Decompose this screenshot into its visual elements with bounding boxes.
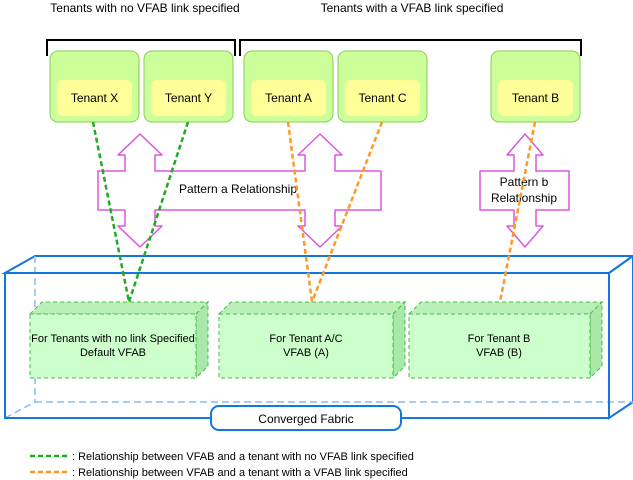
pattern-a-label: Pattern a Relationship (179, 182, 297, 196)
tenant-x-label: Tenant X (71, 91, 118, 105)
converged-fabric-box (1, 254, 633, 420)
pattern-a-arrow: Pattern a Relationship (97, 133, 382, 248)
bracket-no-link (46, 39, 236, 56)
group-label-with-link: Tenants with a VFAB link specified (321, 1, 504, 15)
bracket-with-link (239, 39, 582, 56)
tenant-a-label: Tenant A (265, 91, 312, 105)
tenant-x[interactable]: Tenant X (49, 50, 140, 123)
tenant-y-label: Tenant Y (165, 91, 212, 105)
vfab-default: For Tenants with no link Specified Defau… (28, 300, 210, 380)
legend: : Relationship between VFAB and a tenant… (30, 451, 414, 479)
line-c-to-vfab-a (310, 121, 384, 303)
legend-green-text: : Relationship between VFAB and a tenant… (72, 451, 414, 463)
tenant-c[interactable]: Tenant C (337, 50, 428, 123)
vfab-b-line1: For Tenant B (468, 333, 531, 345)
legend-green: : Relationship between VFAB and a tenant… (30, 451, 414, 463)
line-a-to-vfab-a (286, 121, 314, 303)
converged-fabric-label-box: Converged Fabric (210, 405, 402, 431)
vfab-default-line2: Default VFAB (80, 347, 146, 359)
tenant-b[interactable]: Tenant B (490, 50, 581, 123)
legend-orange-text: : Relationship between VFAB and a tenant… (72, 467, 408, 479)
vfab-ac-line2: VFAB (A) (283, 347, 329, 359)
line-x-to-default (91, 121, 131, 303)
vfab-ac-line1: For Tenant A/C (269, 333, 342, 345)
vfab-ac: For Tenant A/C VFAB (A) (217, 300, 407, 380)
group-label-no-link: Tenants with no VFAB link specified (50, 1, 239, 15)
tenant-a[interactable]: Tenant A (243, 50, 334, 123)
pattern-b-arrow: Pattern b Relationship (479, 133, 570, 248)
tenant-c-label: Tenant C (358, 91, 406, 105)
tenant-b-label: Tenant B (512, 91, 559, 105)
vfab-b: For Tenant B VFAB (B) (407, 300, 604, 380)
legend-orange: : Relationship between VFAB and a tenant… (30, 467, 408, 479)
line-b-to-vfab-b (498, 121, 537, 303)
tenant-y[interactable]: Tenant Y (143, 50, 234, 123)
vfab-default-line1: For Tenants with no link Specified (31, 333, 195, 345)
pattern-b-label-line2: Relationship (491, 191, 557, 205)
vfab-b-line2: VFAB (B) (476, 347, 522, 359)
converged-fabric-label: Converged Fabric (258, 412, 353, 426)
connection-lines (91, 121, 537, 303)
